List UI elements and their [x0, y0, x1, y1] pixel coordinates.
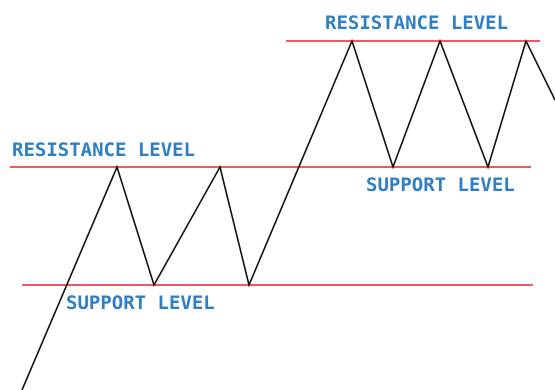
resistance-level-label-left: RESISTANCE LEVEL — [12, 139, 196, 161]
resistance-level-label-right: RESISTANCE LEVEL — [325, 12, 509, 34]
support-level-label-right: SUPPORT LEVEL — [366, 174, 515, 196]
price-path — [21, 38, 555, 390]
support-level-label-left: SUPPORT LEVEL — [66, 292, 215, 314]
